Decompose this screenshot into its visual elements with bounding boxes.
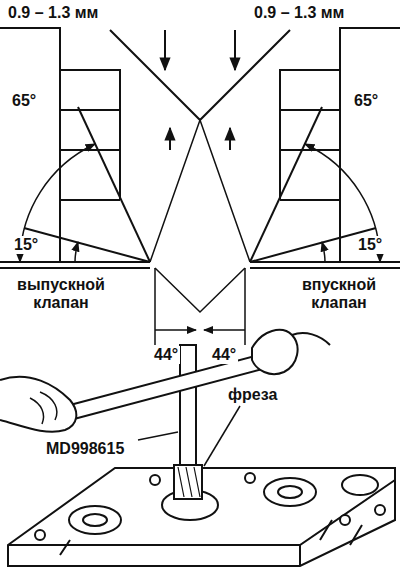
cylinder-head-illustration <box>0 330 395 566</box>
angle-label: 15° <box>12 236 40 254</box>
part-name: фреза <box>226 386 279 404</box>
dimension-label: 0.9 – 1.3 мм <box>252 4 346 22</box>
angle-label: 65° <box>352 92 380 110</box>
angle-label: 15° <box>356 236 384 254</box>
dimension-label: 0.9 – 1.3 мм <box>6 4 100 22</box>
seat-diagram <box>0 28 400 345</box>
tool-number: MD998615 <box>44 440 126 458</box>
angle-label: 44° <box>210 346 238 364</box>
angle-label: 44° <box>152 346 180 364</box>
angle-label: 65° <box>10 92 38 110</box>
part-name: впускной клапан <box>282 276 396 313</box>
part-name: выпускной клапан <box>4 276 118 313</box>
